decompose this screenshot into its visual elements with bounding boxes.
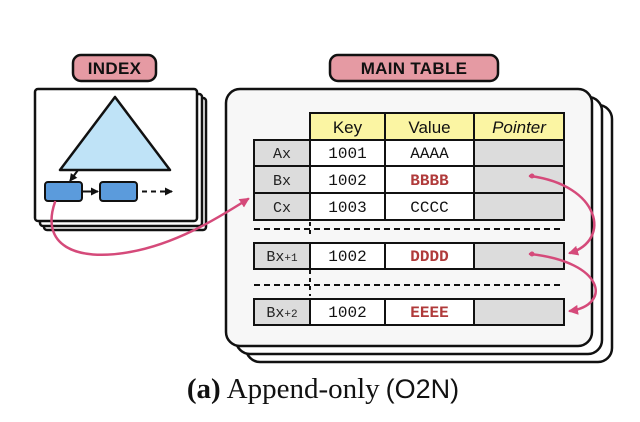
version-chain-arrow-1 <box>528 174 596 256</box>
version-subscript: +1 <box>284 253 298 265</box>
row-name: Cx <box>273 200 291 217</box>
header-key: Key <box>333 118 363 137</box>
main-table-section: MAIN TABLE Key Value Pointer Ax 1001 AAA… <box>224 53 614 364</box>
pointer-cell <box>473 139 565 167</box>
row-value: AAAA <box>410 145 449 163</box>
header-pointer-cell <box>473 112 565 141</box>
header-value-cell <box>384 112 475 141</box>
row-value: CCCC <box>410 199 448 217</box>
row-key: 1001 <box>328 145 366 163</box>
table-row-bx: Bx 1002 BBBB <box>253 165 565 194</box>
leaf-node-1 <box>44 181 83 202</box>
row-key: 1002 <box>328 304 366 322</box>
btree-triangle-icon <box>58 95 172 172</box>
row-name: Ax <box>273 146 291 163</box>
index-label-pill <box>71 53 158 83</box>
table-row-cx: Cx 1003 CCCC <box>253 192 565 221</box>
main-table-label-pill <box>328 53 500 83</box>
figure-caption: (a)Append-only(O2N) <box>187 373 459 405</box>
table-header: Key Value Pointer <box>309 112 565 141</box>
row-key: 1002 <box>328 172 366 190</box>
row-name: Bx+1 <box>266 249 298 266</box>
pointer-cell <box>473 298 565 326</box>
pointer-dot <box>529 251 535 257</box>
pointer-arrows <box>50 174 597 315</box>
index-label: INDEX <box>88 59 142 78</box>
version-subscript: +2 <box>284 309 297 321</box>
table-row-bx-plus-1: Bx+1 1002 DDDD <box>253 242 565 270</box>
pointer-cell <box>473 242 565 270</box>
table-row-ax: Ax 1001 AAAA <box>253 139 565 167</box>
index-section: INDEX <box>33 53 208 232</box>
pointer-dot <box>529 173 535 179</box>
index-to-row-arrow <box>50 197 250 257</box>
leaf-node-2 <box>99 181 138 202</box>
row-value-highlight: DDDD <box>410 248 448 266</box>
row-value-highlight: BBBB <box>410 172 449 190</box>
table-row-bx-plus-2: Bx+2 1002 EEEE <box>253 298 565 326</box>
header-value: Value <box>408 118 450 137</box>
row-key: 1003 <box>328 199 366 217</box>
row-value-highlight: EEEE <box>410 304 448 322</box>
row-name: Bx <box>273 173 291 190</box>
row-key: 1002 <box>328 248 366 266</box>
pointer-cell <box>473 192 565 221</box>
version-chain-arrow-2 <box>528 252 597 315</box>
row-name: Bx+2 <box>266 305 297 322</box>
header-pointer: Pointer <box>492 118 547 137</box>
root-to-leaf-arrow <box>69 169 79 182</box>
main-table-label: MAIN TABLE <box>361 59 468 78</box>
